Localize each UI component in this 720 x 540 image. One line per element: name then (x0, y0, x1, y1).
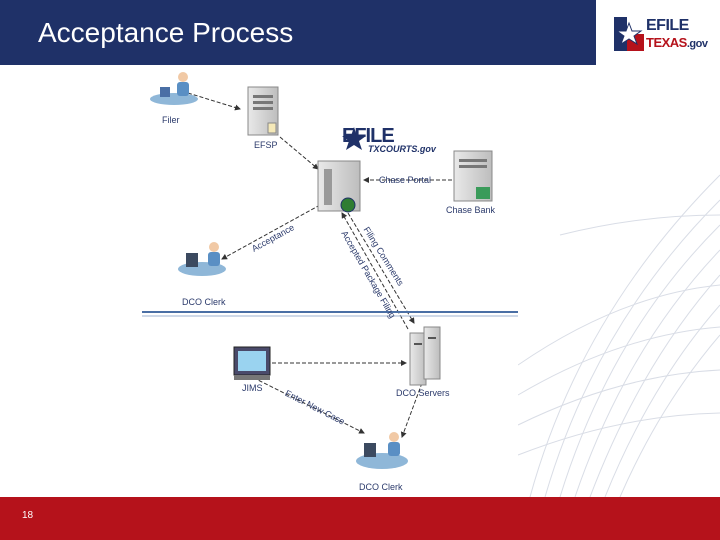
edge-efsp-efile (279, 136, 319, 170)
brand-line1: EFILE (646, 17, 689, 34)
efsp-server-icon (247, 86, 279, 136)
label-chase-portal: Chase Portal (379, 175, 432, 185)
dco-clerk-bottom-icon (356, 432, 408, 469)
dco-clerk-top-icon (178, 242, 226, 276)
brand-line2: TEXAS.gov (646, 35, 708, 50)
edge-accepted-package (341, 212, 409, 330)
center-logo-line1: EFILE (342, 125, 395, 147)
center-logo-line2: TXCOURTS.gov (368, 144, 436, 154)
page-number: 18 (22, 510, 34, 521)
header-bar: Acceptance Process EFILE TEXAS.gov (0, 0, 720, 65)
chase-bank-server-icon (453, 150, 493, 202)
edge-filing-comments (347, 212, 415, 324)
footer-bar: 18 (0, 497, 720, 540)
label-dco-clerk-bottom: DCO Clerk (359, 482, 403, 492)
edge-servers-clerk (400, 382, 423, 438)
filer-icon (150, 72, 198, 105)
acceptance-process-diagram: EFILE TXCOURTS.gov Filer EFSP Chase Bank… (142, 65, 518, 497)
texas-star-icon (614, 17, 644, 51)
edge-filer-efsp (187, 92, 241, 111)
label-jims: JIMS (242, 383, 263, 393)
slide-title: Acceptance Process (38, 17, 294, 48)
label-chase-bank: Chase Bank (446, 205, 496, 215)
edge-enter-new-case (247, 374, 365, 434)
diagram-graphics (142, 72, 518, 469)
background-curves (517, 174, 720, 497)
label-filer: Filer (162, 115, 180, 125)
label-efsp: EFSP (254, 140, 278, 150)
jims-terminal-icon (233, 346, 271, 380)
edge-acceptance (221, 204, 321, 260)
dco-servers-icon (409, 326, 441, 386)
efile-server-icon (317, 160, 361, 213)
label-dco-clerk-top: DCO Clerk (182, 297, 226, 307)
efile-txcourts-logo (342, 127, 366, 150)
efile-texas-logo: EFILE TEXAS.gov (596, 0, 720, 65)
label-dco-servers: DCO Servers (396, 388, 450, 398)
